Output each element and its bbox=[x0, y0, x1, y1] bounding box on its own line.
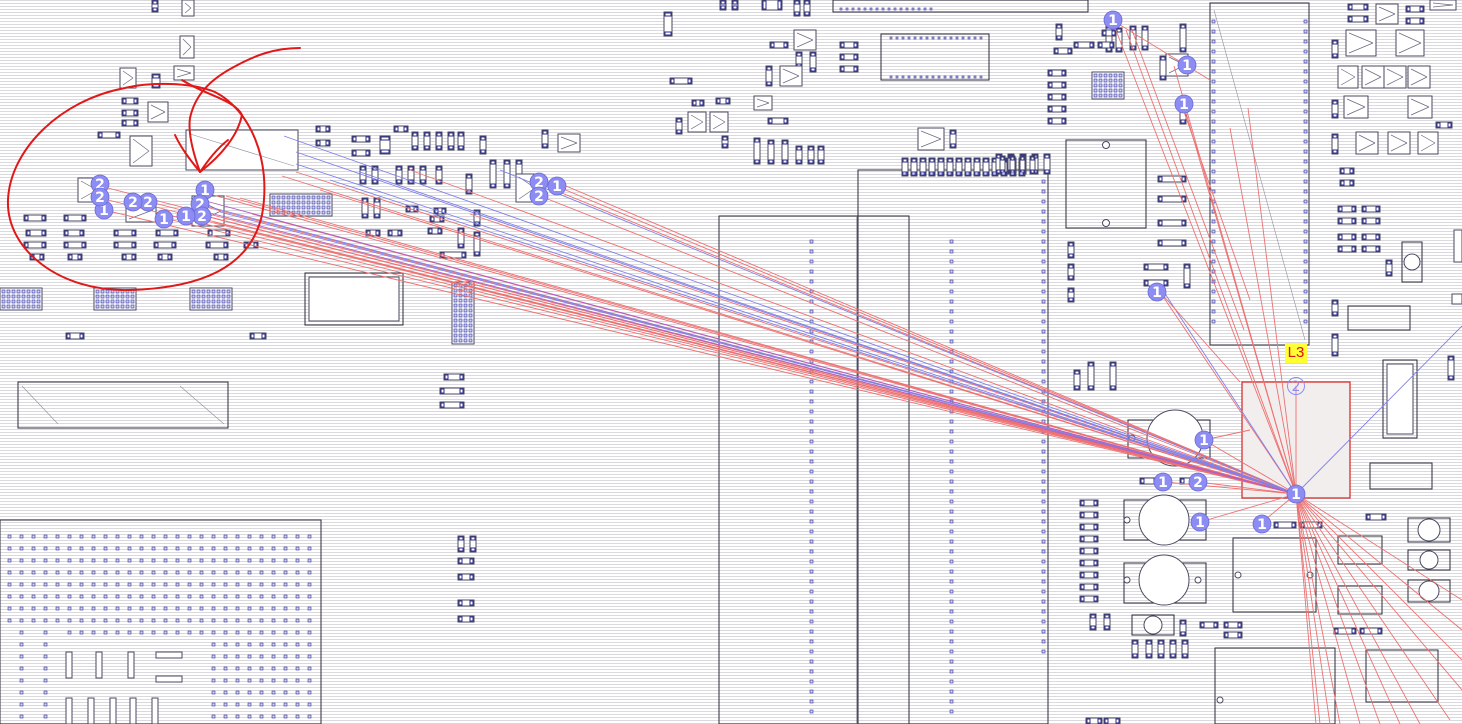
pin-marker[interactable]: 1 bbox=[1153, 472, 1173, 492]
pin-marker[interactable]: 1 bbox=[1103, 10, 1123, 30]
pin-marker[interactable]: 1 bbox=[154, 209, 174, 229]
pin-marker-label: 2 bbox=[95, 177, 105, 193]
pin-marker[interactable]: 1 bbox=[1177, 55, 1197, 75]
selected-component-marker: 2 bbox=[1287, 377, 1305, 395]
pin-marker[interactable]: 2 bbox=[192, 206, 212, 226]
pin-marker-label: 1 bbox=[1108, 13, 1118, 29]
pin-marker-label: 1 bbox=[200, 183, 210, 199]
pin-marker[interactable]: 1 bbox=[1147, 282, 1167, 302]
pin-marker-label: 2 bbox=[128, 195, 138, 211]
pin-marker-bubble bbox=[547, 176, 567, 196]
pin-marker-bubble bbox=[1190, 512, 1210, 532]
pin-marker-bubble bbox=[176, 206, 196, 226]
pin-marker[interactable]: 2 bbox=[529, 186, 549, 206]
pin-marker-label: 2 bbox=[95, 190, 105, 206]
passive-components[interactable] bbox=[23, 0, 1462, 724]
pin-marker-label: 2 bbox=[534, 189, 544, 205]
bga-blocks-left bbox=[0, 71, 1125, 345]
ic-far-right-b[interactable] bbox=[1347, 305, 1411, 331]
pin-marker-label: 1 bbox=[1257, 517, 1267, 533]
pin-marker[interactable]: 1 bbox=[1252, 514, 1272, 534]
ic-far-right-c[interactable] bbox=[1369, 462, 1433, 490]
pin-marker-label: 1 bbox=[1179, 97, 1189, 113]
pin-marker-bubble bbox=[1174, 94, 1194, 114]
ic-far-right-a[interactable] bbox=[1382, 359, 1418, 439]
ic-right-box-a[interactable] bbox=[1232, 537, 1317, 613]
ic-far-right-d[interactable] bbox=[1365, 649, 1439, 703]
pin-marker[interactable]: 1 bbox=[1194, 430, 1214, 450]
via-grid-bottom-left bbox=[0, 519, 322, 724]
pin-marker-label: 2 bbox=[197, 209, 207, 225]
ic-far-right-e[interactable] bbox=[1337, 535, 1383, 615]
layer-badge: L3 bbox=[1285, 343, 1307, 363]
pin-marker[interactable]: 1 bbox=[1174, 94, 1194, 114]
pin-marker-label: 1 bbox=[552, 179, 562, 195]
hand-drawn-circle-annotation bbox=[6, 47, 301, 292]
ic-qfn-top[interactable] bbox=[880, 33, 990, 81]
pin-marker-label: 1 bbox=[159, 212, 169, 228]
pin-marker[interactable]: 1 bbox=[547, 176, 567, 196]
pin-marker-bubble bbox=[1177, 55, 1197, 75]
pin-marker-label: 1 bbox=[181, 209, 191, 225]
pin-markers[interactable]: 1111111211122122122112221 bbox=[0, 0, 1306, 534]
pin-marker[interactable]: 2 bbox=[123, 192, 143, 212]
selected-component-marker-text: 2 bbox=[1292, 379, 1301, 395]
ic-right-tall[interactable] bbox=[1209, 2, 1310, 346]
pin-marker-label: 1 bbox=[1195, 515, 1205, 531]
pin-marker-label: 2 bbox=[534, 175, 544, 191]
pin-marker-bubble bbox=[154, 209, 174, 229]
pin-marker[interactable]: 1 bbox=[1190, 512, 1210, 532]
pin-marker[interactable]: 1 bbox=[176, 206, 196, 226]
ic-left-box[interactable] bbox=[304, 272, 404, 326]
pin-marker[interactable]: 2 bbox=[1188, 472, 1208, 492]
pin-marker-label: 2 bbox=[143, 195, 153, 211]
pin-marker-bubble bbox=[1147, 282, 1167, 302]
pin-marker-bubble bbox=[1286, 484, 1306, 504]
pin-marker[interactable]: 2 bbox=[90, 187, 110, 207]
pin-marker-bubble bbox=[1153, 472, 1173, 492]
pin-marker-label: 1 bbox=[1152, 285, 1162, 301]
pin-marker-label: 2 bbox=[195, 197, 205, 213]
pin-marker-label: 2 bbox=[1193, 475, 1203, 491]
pin-marker-bubble bbox=[1103, 10, 1123, 30]
pin-marker-bubble bbox=[123, 192, 143, 212]
pin-marker-label: 1 bbox=[1291, 487, 1301, 503]
pin-marker-bubble bbox=[1188, 472, 1208, 492]
ic-bottom-left-long[interactable] bbox=[17, 381, 229, 429]
ratsnest-lines bbox=[99, 19, 1462, 724]
ic-square-mid[interactable] bbox=[1065, 139, 1147, 229]
pin-marker-label: 1 bbox=[1199, 433, 1209, 449]
ic-top-strip[interactable] bbox=[832, 0, 1089, 13]
ic-big-left[interactable] bbox=[718, 215, 910, 724]
ic-right-box-b[interactable] bbox=[1214, 647, 1336, 724]
pin-marker-label: 1 bbox=[99, 203, 109, 219]
pin-marker-bubble bbox=[1194, 430, 1214, 450]
pin-marker-label: 1 bbox=[1158, 475, 1168, 491]
pin-marker-label: 1 bbox=[1182, 58, 1192, 74]
pin-marker-bubble bbox=[1252, 514, 1272, 534]
pin-marker[interactable]: 1 bbox=[1286, 484, 1306, 504]
pin-marker-bubble bbox=[90, 187, 110, 207]
pin-marker-bubble bbox=[529, 186, 549, 206]
